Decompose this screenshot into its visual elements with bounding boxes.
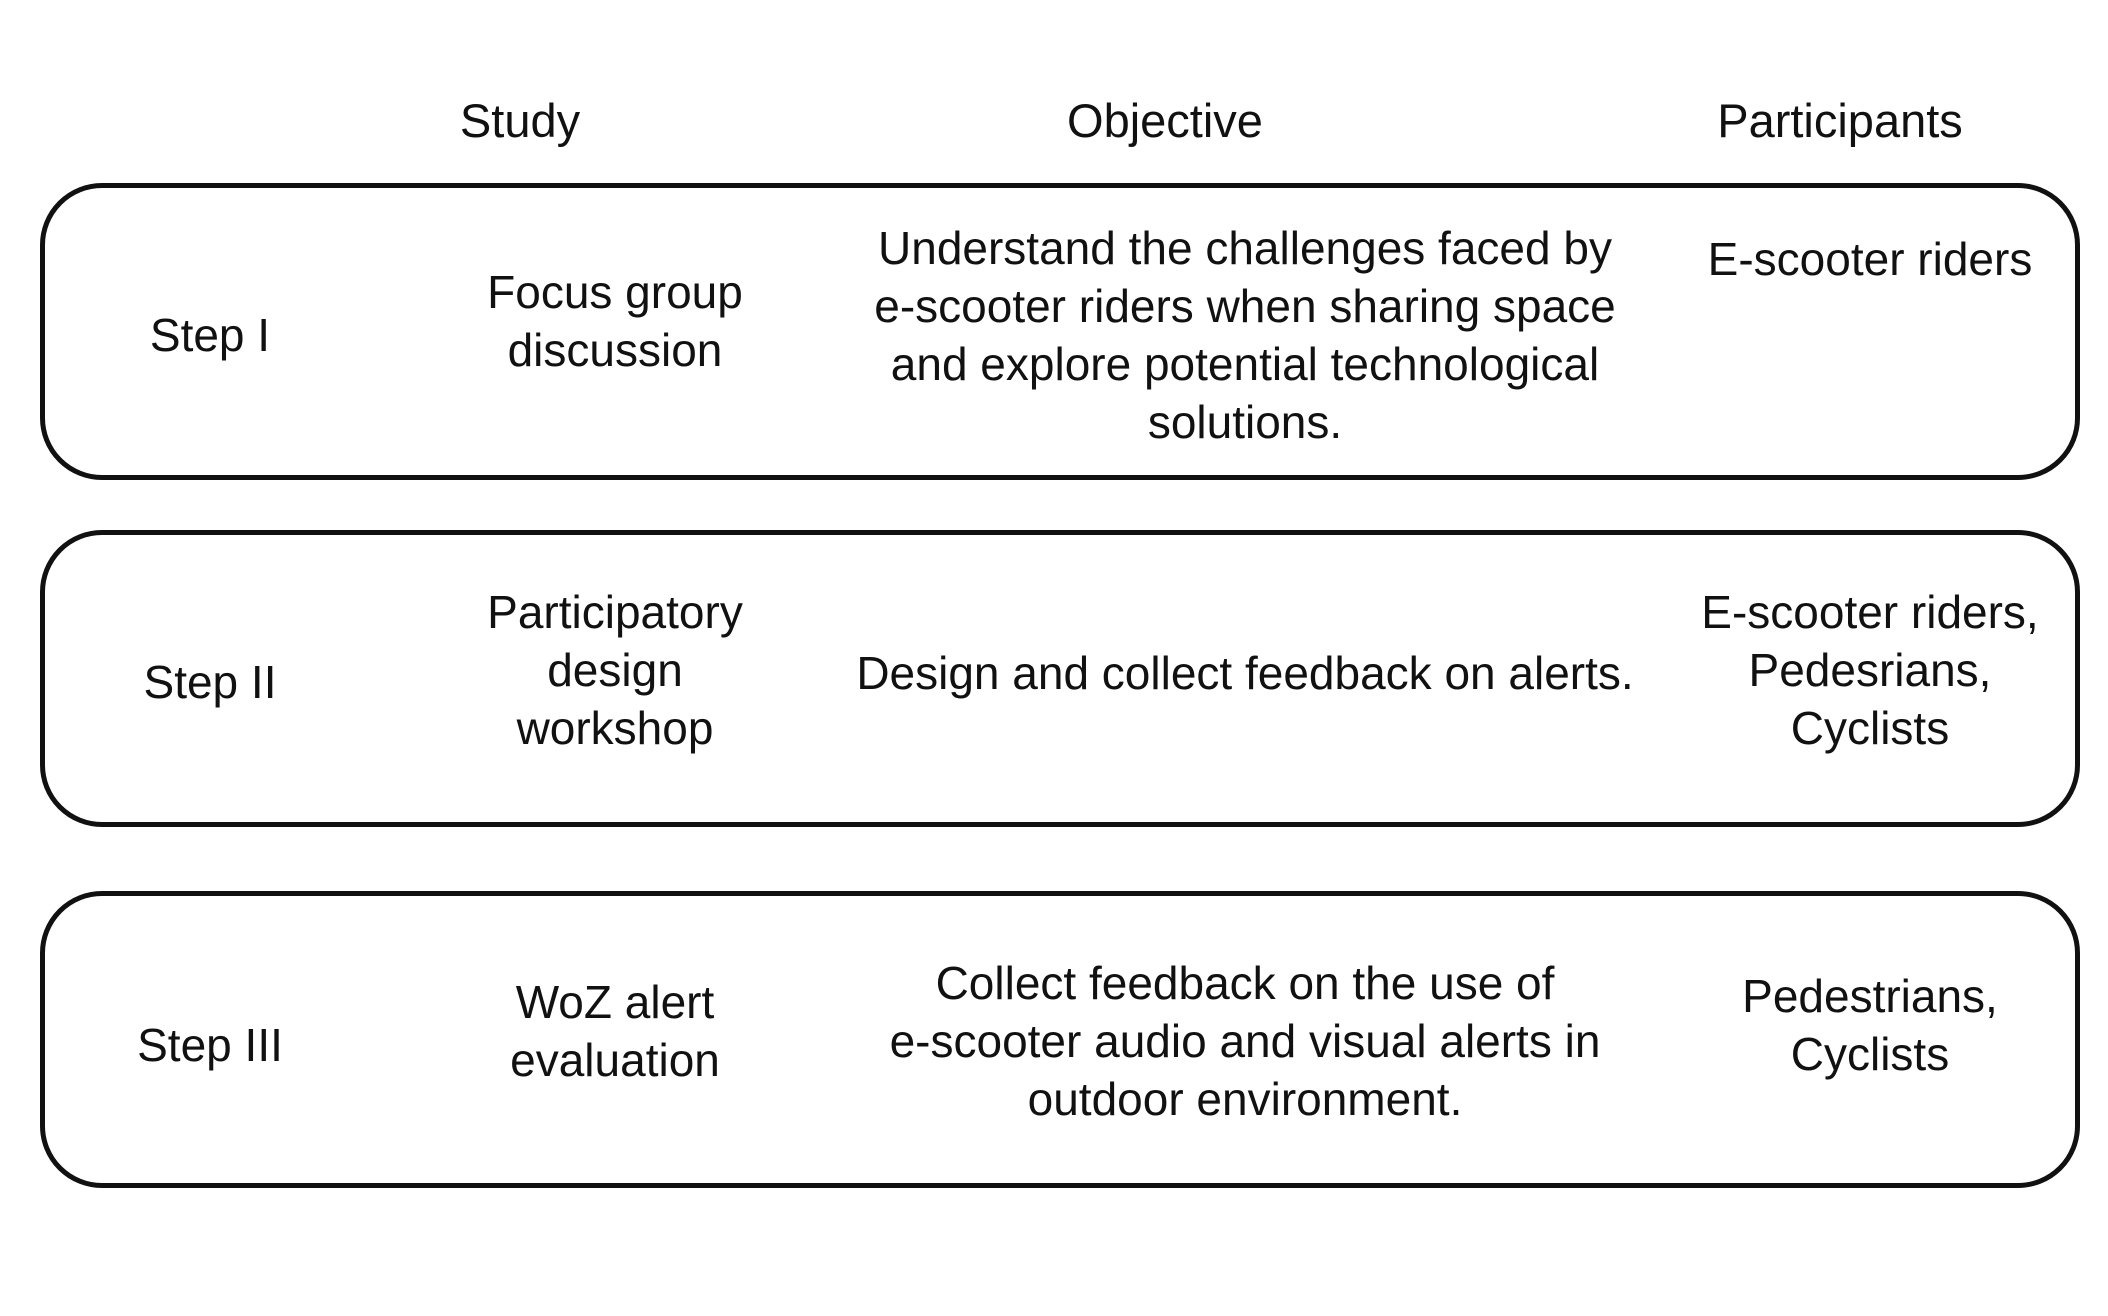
objective-text-line: Design and collect feedback on alerts. <box>856 647 1634 699</box>
step-label-text: Step I <box>149 309 271 361</box>
participants-text-line: Pedestrians, <box>1742 970 1998 1022</box>
objective-text-line: Understand the challenges faced by <box>878 222 1612 274</box>
study-text-line: Focus group <box>487 266 743 318</box>
step-label: Step II <box>85 547 335 817</box>
study-cell: WoZ alert evaluation <box>385 896 845 1166</box>
study-text-line: Participatory <box>487 586 743 638</box>
objective-text-line: Collect feedback on the use of <box>935 957 1555 1009</box>
step-row: Step III WoZ alert evaluation Collect fe… <box>40 891 2080 1188</box>
participants-cell: E-scooter riders <box>1665 204 2075 314</box>
step-label: Step III <box>85 910 335 1180</box>
objective-text-line: solutions. <box>1147 396 1343 448</box>
step-label-text: Step II <box>143 656 277 708</box>
column-header-study: Study <box>459 94 581 147</box>
objective-text-line: e-scooter audio and visual alerts in <box>889 1015 1601 1067</box>
study-text-line: evaluation <box>510 1034 720 1086</box>
study-cell: Participatory design workshop <box>385 535 845 805</box>
participants-cell: Pedestrians, Cyclists <box>1665 890 2075 1160</box>
study-text-line: workshop <box>516 702 714 754</box>
participants-text-line: Pedesrians, <box>1748 644 1992 696</box>
column-header-objective: Objective <box>1067 94 1263 147</box>
step-label-text: Step III <box>137 1019 283 1071</box>
step-row: Step II Participatory design workshop De… <box>40 530 2080 827</box>
objective-cell: Understand the challenges faced by e-sco… <box>825 200 1665 470</box>
objective-text-line: outdoor environment. <box>1027 1073 1463 1125</box>
participants-text-line: E-scooter riders <box>1707 233 2033 285</box>
step-label: Step I <box>85 200 335 470</box>
study-text-line: WoZ alert <box>515 976 715 1028</box>
column-header-participants: Participants <box>1717 94 1963 147</box>
participants-text-line: Cyclists <box>1790 1028 1950 1080</box>
objective-text-line: e-scooter riders when sharing space <box>874 280 1616 332</box>
study-text-line: discussion <box>507 324 723 376</box>
objective-cell: Design and collect feedback on alerts. <box>825 538 1665 808</box>
study-text-line: design <box>547 644 683 696</box>
participants-cell: E-scooter riders, Pedesrians, Cyclists <box>1665 535 2075 805</box>
step-row: Step I Focus group discussion Understand… <box>40 183 2080 480</box>
participants-text-line: E-scooter riders, <box>1701 586 2039 638</box>
objective-cell: Collect feedback on the use of e-scooter… <box>825 906 1665 1176</box>
objective-text-line: and explore potential technological <box>890 338 1600 390</box>
participants-text-line: Cyclists <box>1790 702 1950 754</box>
study-cell: Focus group discussion <box>385 186 845 456</box>
